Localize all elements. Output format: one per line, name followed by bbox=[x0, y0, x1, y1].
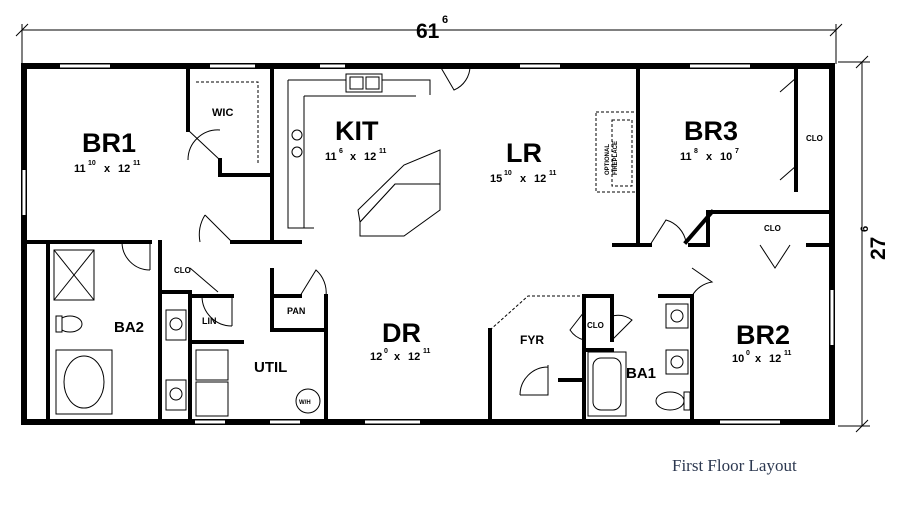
room-depth-in: 7 bbox=[735, 148, 739, 155]
label-ba2: BA2 bbox=[114, 319, 144, 336]
room-br1: BR1 11 10 x 12 11 bbox=[74, 128, 141, 175]
room-depth-in: 11 bbox=[423, 348, 431, 355]
label-wic: WIC bbox=[212, 107, 233, 119]
label-fireplace: FIREPLACE bbox=[613, 141, 619, 175]
room-width-ft: 11 bbox=[680, 151, 692, 163]
room-x: x bbox=[706, 151, 713, 163]
room-width-in: 8 bbox=[694, 148, 698, 155]
room-x: x bbox=[755, 353, 762, 365]
room-depth-ft: 12 bbox=[769, 353, 781, 365]
room-width-ft: 15 bbox=[490, 173, 502, 185]
depth-dimension: 27 6 bbox=[838, 55, 890, 433]
depth-dimension-inches: 6 bbox=[859, 226, 871, 232]
exterior-walls bbox=[21, 63, 835, 425]
room-depth-in: 11 bbox=[379, 148, 387, 155]
room-depth-ft: 12 bbox=[118, 163, 130, 175]
label-clo-br2: CLO bbox=[764, 224, 781, 233]
room-width-ft: 12 bbox=[370, 351, 382, 363]
room-name: BR2 bbox=[736, 320, 790, 350]
label-clo-ba2: CLO bbox=[174, 266, 191, 275]
depth-dimension-feet: 27 bbox=[867, 237, 890, 260]
doors bbox=[121, 65, 797, 396]
room-x: x bbox=[104, 163, 111, 175]
fixtures bbox=[53, 73, 691, 417]
label-clo-fyr: CLO bbox=[587, 321, 604, 330]
room-depth-in: 11 bbox=[133, 160, 141, 167]
room-name: DR bbox=[382, 318, 421, 348]
room-x: x bbox=[350, 151, 357, 163]
label-fyr: FYR bbox=[520, 333, 544, 347]
room-width-ft: 11 bbox=[325, 151, 337, 163]
room-x: x bbox=[520, 173, 527, 185]
room-name: LR bbox=[506, 138, 542, 168]
width-dimension: 61 6 bbox=[15, 14, 843, 64]
room-width-in: 6 bbox=[339, 148, 343, 155]
small-labels: WIC BA2 UTIL BA1 FYR LIN PAN W/H CLO CLO… bbox=[114, 107, 823, 406]
room-depth-ft: 12 bbox=[534, 173, 546, 185]
room-name: BR3 bbox=[684, 116, 738, 146]
dashed-outlines bbox=[489, 111, 639, 331]
room-kit: KIT 11 6 x 12 11 bbox=[325, 116, 387, 163]
room-depth-in: 11 bbox=[784, 350, 792, 357]
room-lr: LR 15 10 x 12 11 bbox=[490, 138, 557, 185]
room-name: KIT bbox=[335, 116, 379, 146]
label-wh: W/H bbox=[299, 400, 311, 406]
room-dr: DR 12 0 x 12 11 bbox=[370, 318, 431, 363]
room-br3: BR3 11 8 x 10 7 bbox=[680, 116, 739, 163]
width-dimension-feet: 61 bbox=[416, 20, 440, 43]
room-width-ft: 10 bbox=[732, 353, 744, 365]
room-depth-ft: 12 bbox=[364, 151, 376, 163]
interior-walls bbox=[22, 64, 834, 424]
label-lin: LIN bbox=[202, 316, 217, 326]
room-depth-ft: 12 bbox=[408, 351, 420, 363]
room-width-in: 10 bbox=[88, 160, 96, 167]
room-width-ft: 11 bbox=[74, 163, 86, 175]
label-ba1: BA1 bbox=[626, 365, 656, 382]
room-x: x bbox=[394, 351, 401, 363]
room-width-in: 0 bbox=[746, 350, 750, 357]
room-br2: BR2 10 0 x 12 11 bbox=[732, 320, 792, 365]
room-depth-ft: 10 bbox=[720, 151, 732, 163]
label-optional: OPTIONAL bbox=[605, 144, 611, 175]
label-clo-br3: CLO bbox=[806, 134, 823, 143]
label-util: UTIL bbox=[254, 359, 287, 376]
room-name: BR1 bbox=[82, 128, 136, 158]
room-width-in: 10 bbox=[504, 170, 512, 177]
room-width-in: 0 bbox=[384, 348, 388, 355]
label-pan: PAN bbox=[287, 306, 305, 316]
width-dimension-inches: 6 bbox=[442, 14, 448, 26]
room-depth-in: 11 bbox=[549, 170, 557, 177]
caption: First Floor Layout bbox=[672, 456, 797, 475]
